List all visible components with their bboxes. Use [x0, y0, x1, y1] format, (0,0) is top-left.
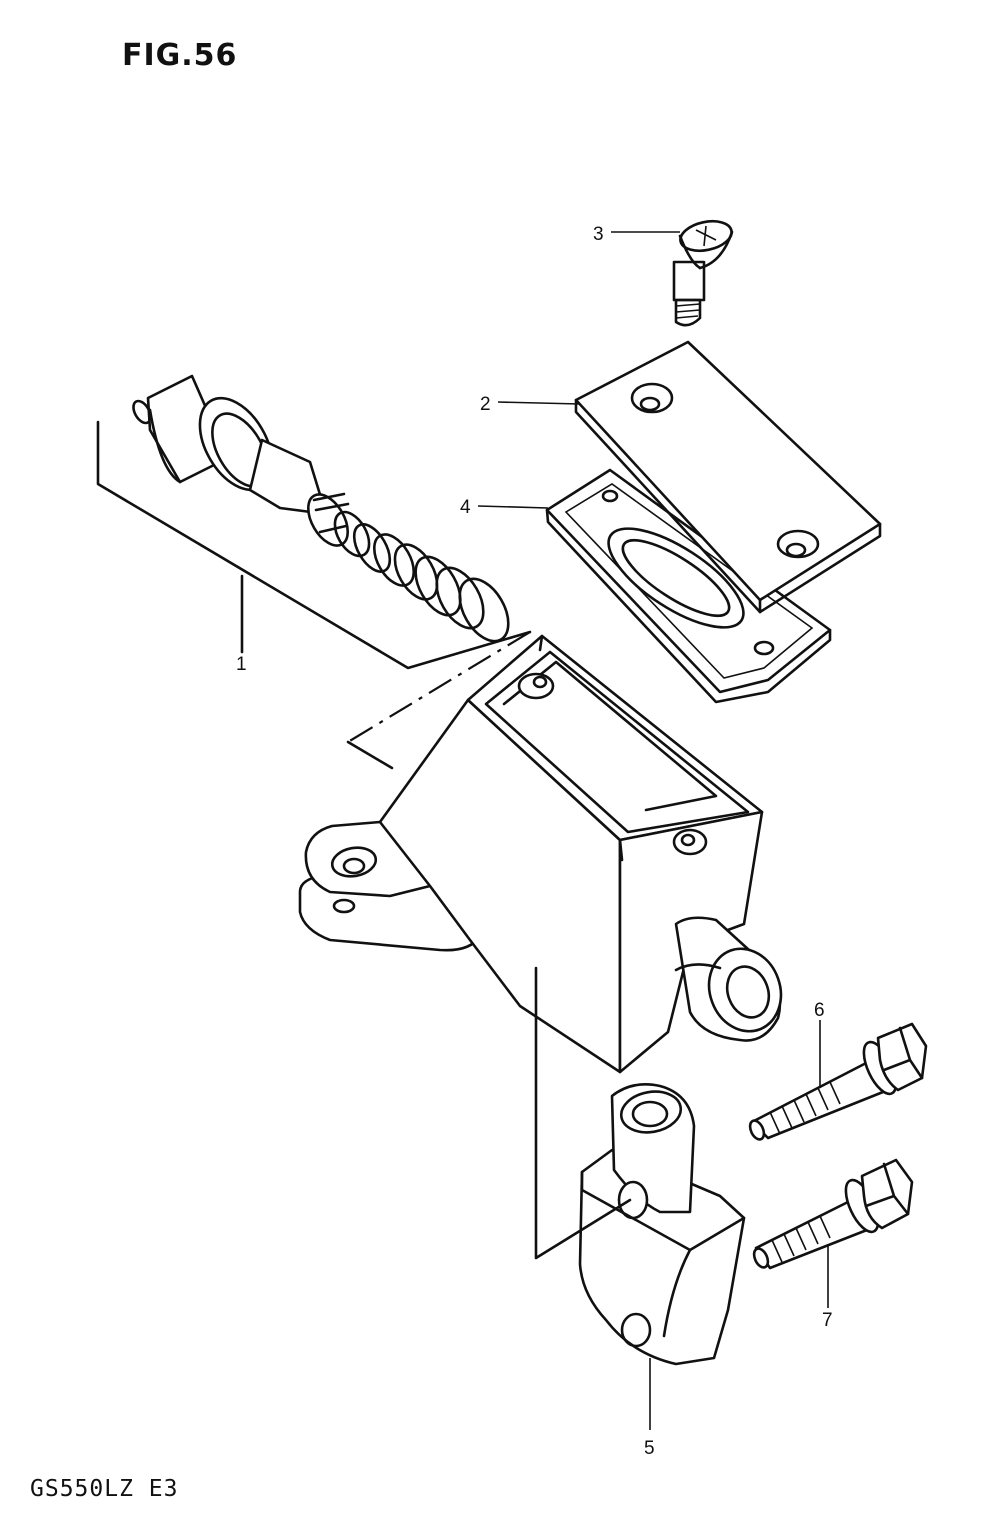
callout-3: 3	[593, 224, 604, 245]
model-code: GS550LZ E3	[30, 1476, 179, 1502]
master-cylinder-body	[298, 634, 783, 1074]
part-7-clamp-bolt-lower	[752, 1158, 914, 1270]
callout-4: 4	[460, 497, 471, 518]
callout-2: 2	[480, 394, 491, 415]
part-2-reservoir-cap	[574, 340, 882, 614]
callout-5: 5	[644, 1438, 655, 1459]
part-5-mounting-clamp	[578, 1083, 746, 1366]
callout-leaders	[477, 231, 829, 1430]
callout-7: 7	[822, 1310, 833, 1331]
figure-title: FIG.56	[122, 38, 238, 73]
part-4-cap-diaphragm	[545, 468, 832, 704]
part-1-piston-spring-kit	[132, 374, 510, 643]
part-6-clamp-bolt-upper	[748, 1022, 928, 1141]
assembly-lines	[96, 420, 632, 1260]
part-3-cap-screw	[672, 219, 734, 327]
callout-1: 1	[236, 654, 247, 675]
callout-6: 6	[814, 1000, 825, 1021]
